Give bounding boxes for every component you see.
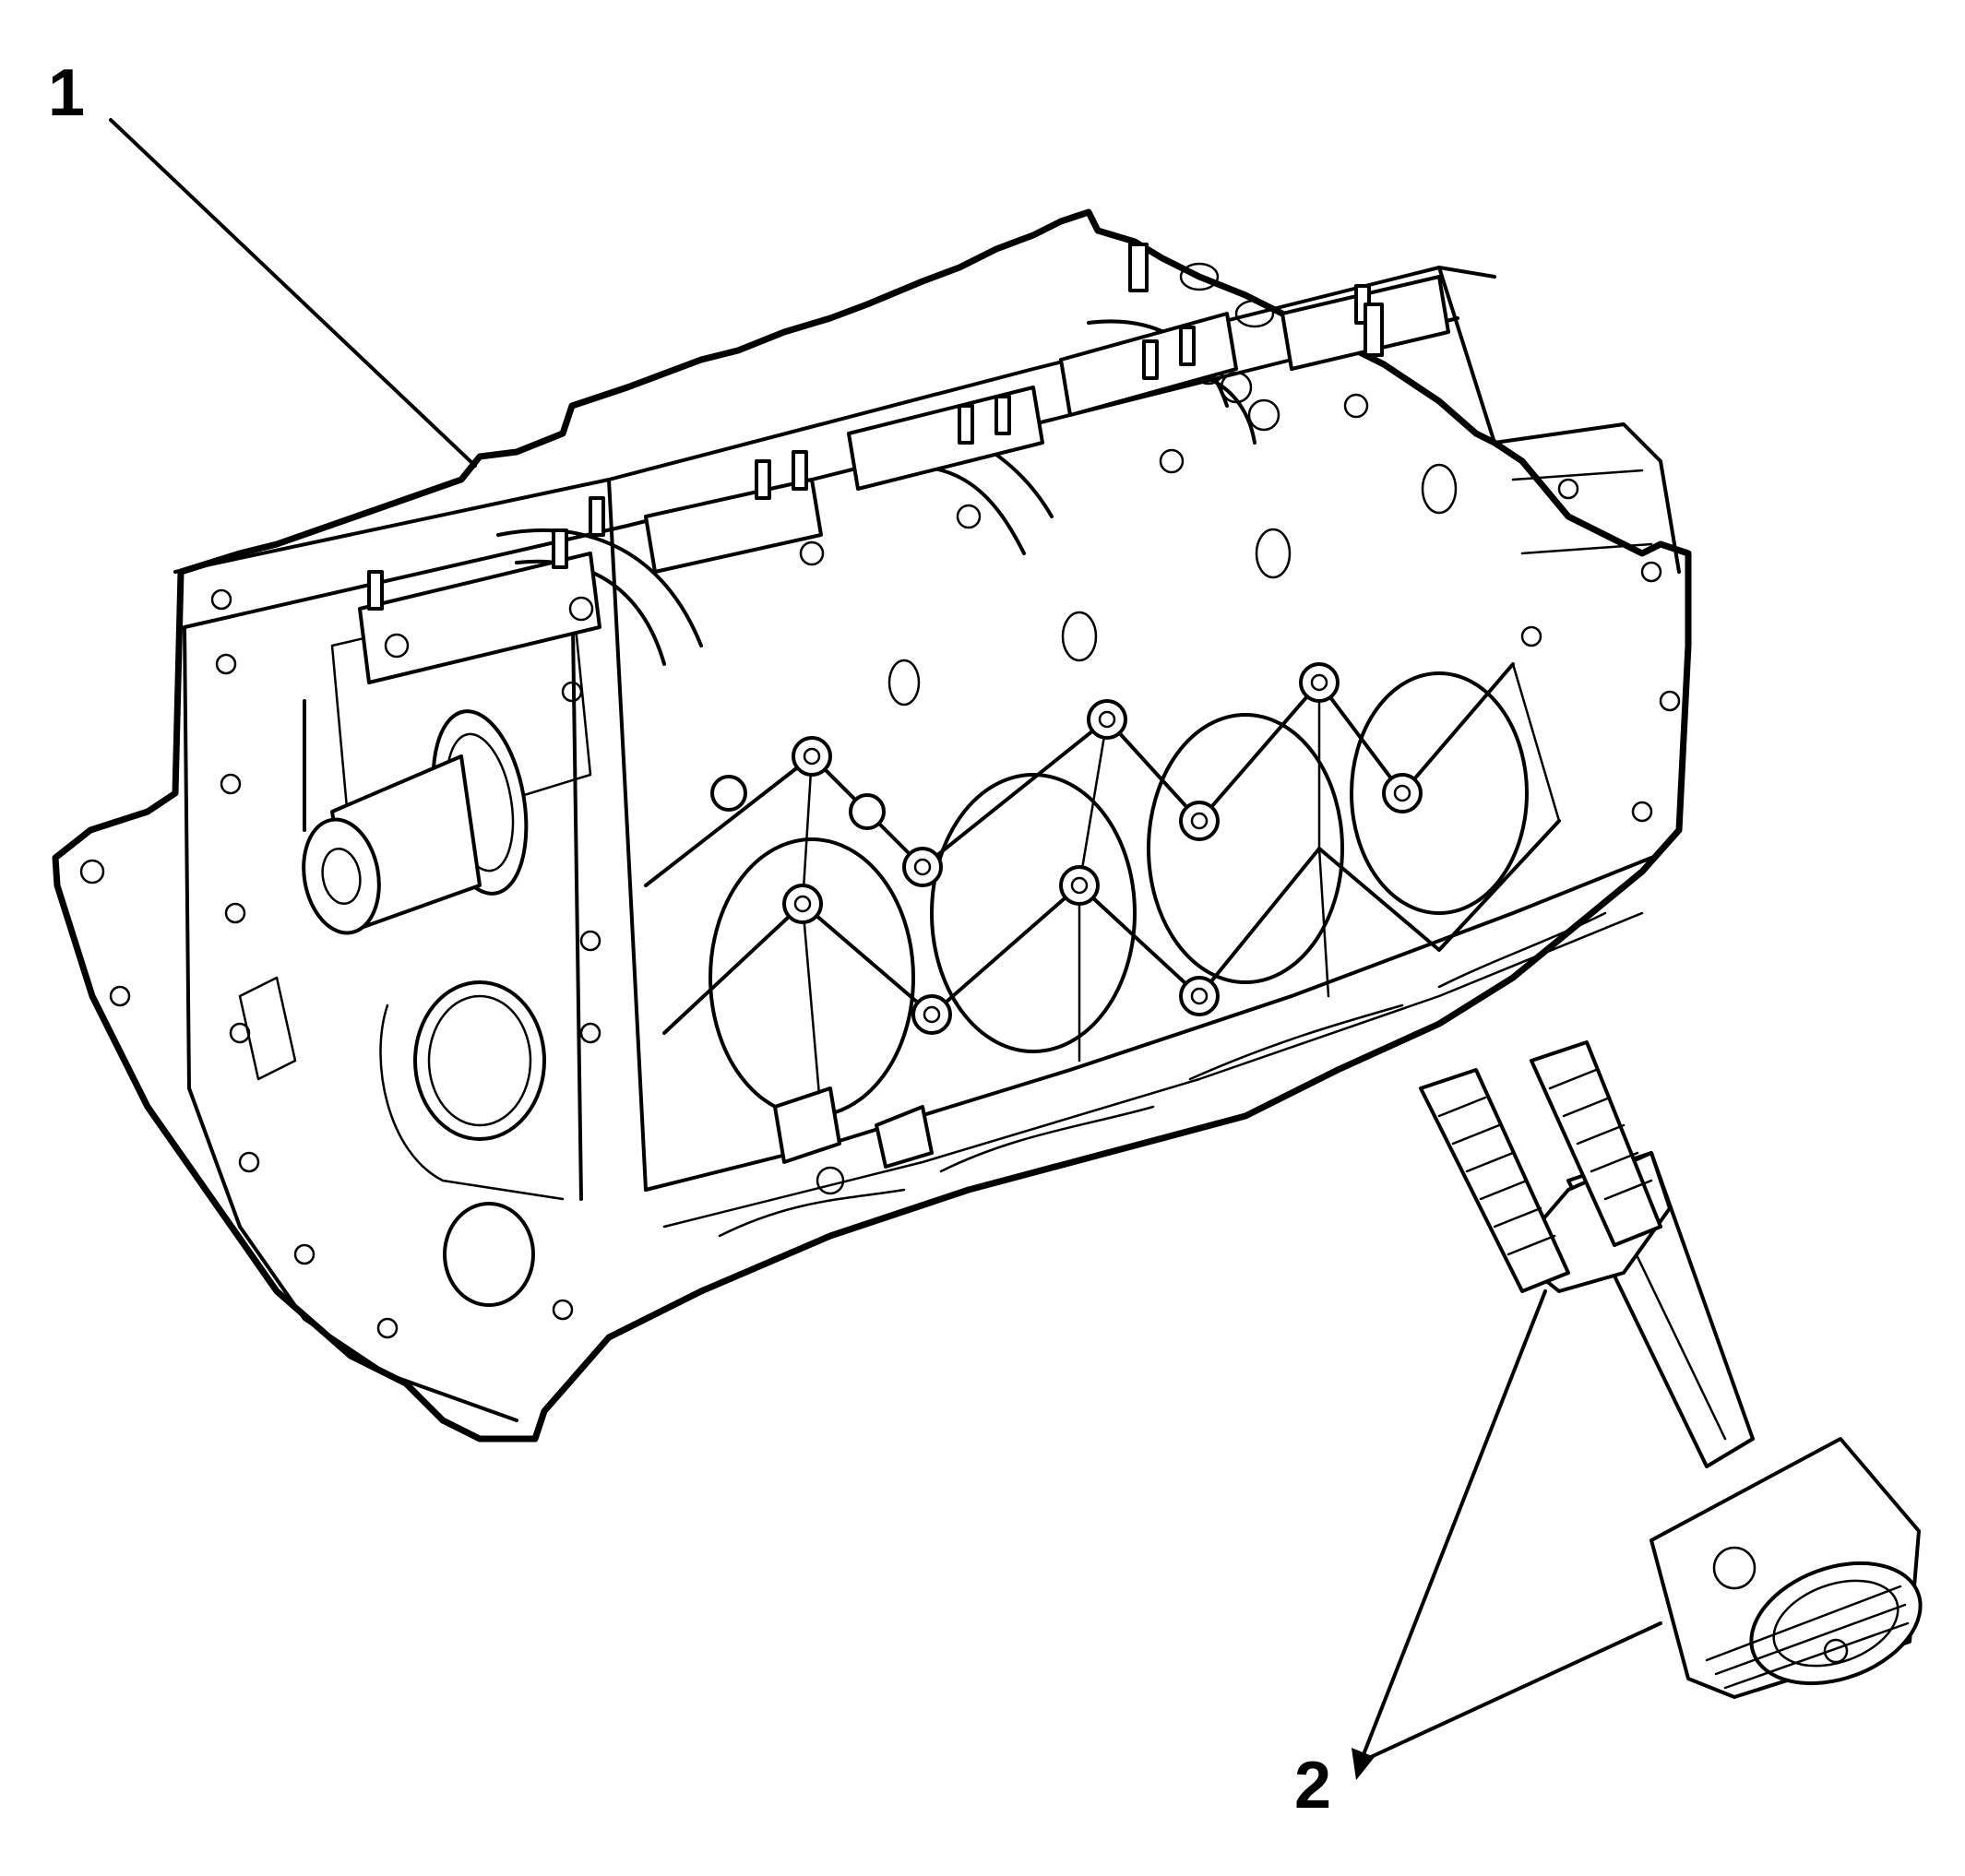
piston-and-connecting-rod [1419,1040,1923,1699]
callout-label-2: 2 [1294,1749,1331,1823]
rod-bolt-sleeves [1419,1040,1662,1293]
leader-line-2a [1359,1289,1547,1763]
callout-2: 2 [1294,1289,1662,1823]
engine-block [52,208,1692,1443]
callout-1: 1 [48,56,477,468]
arrowhead-2 [1352,1748,1375,1780]
leader-line-2b [1359,1621,1662,1763]
callout-label-1: 1 [48,56,85,130]
crankshaft-nose [302,709,529,935]
piston [1649,1437,1923,1699]
leader-line-1 [109,118,477,468]
cap-studs [367,284,1371,611]
